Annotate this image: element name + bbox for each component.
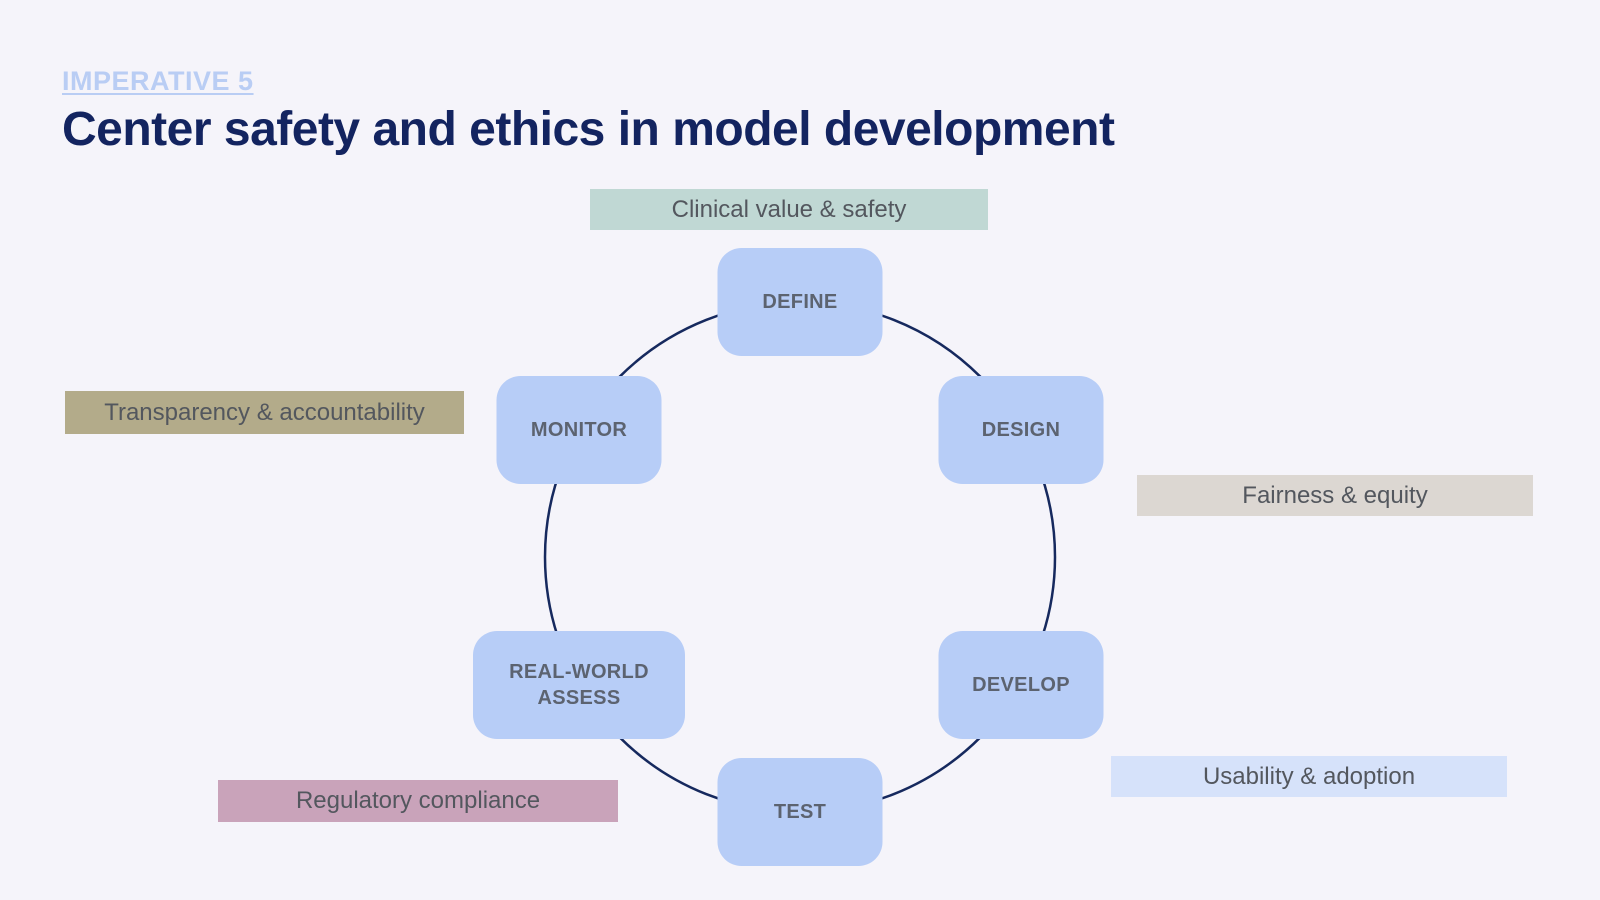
category-label-fairness-equity: Fairness & equity — [1137, 475, 1533, 516]
cycle-node-monitor: MONITOR — [496, 376, 662, 484]
category-label-transparency-accountability: Transparency & accountability — [65, 391, 464, 434]
cycle-node-develop: DEVELOP — [938, 631, 1104, 739]
cycle-node-real-world-assess-label: REAL-WORLD ASSESS — [509, 661, 649, 709]
imperative-link[interactable]: IMPERATIVE 5 — [62, 66, 254, 96]
cycle-node-test-label: TEST — [773, 801, 827, 823]
cycle-node-monitor-label: MONITOR — [530, 419, 628, 441]
cycle-node-design-label: DESIGN — [981, 419, 1061, 441]
category-label-clinical-value-safety: Clinical value & safety — [590, 189, 988, 230]
cycle-node-develop-label: DEVELOP — [972, 674, 1070, 696]
header: IMPERATIVE 5 Center safety and ethics in… — [62, 66, 1115, 156]
category-label-usability-adoption: Usability & adoption — [1111, 756, 1507, 797]
cycle-node-design: DESIGN — [938, 376, 1104, 484]
cycle-node-real-world-assess: REAL-WORLD ASSESS — [473, 631, 685, 739]
cycle-node-test: TEST — [717, 758, 883, 866]
page-title: Center safety and ethics in model develo… — [62, 103, 1115, 156]
cycle-node-define-label: DEFINE — [762, 291, 838, 313]
category-label-regulatory-compliance: Regulatory compliance — [218, 780, 618, 822]
cycle-node-define: DEFINE — [717, 248, 883, 356]
